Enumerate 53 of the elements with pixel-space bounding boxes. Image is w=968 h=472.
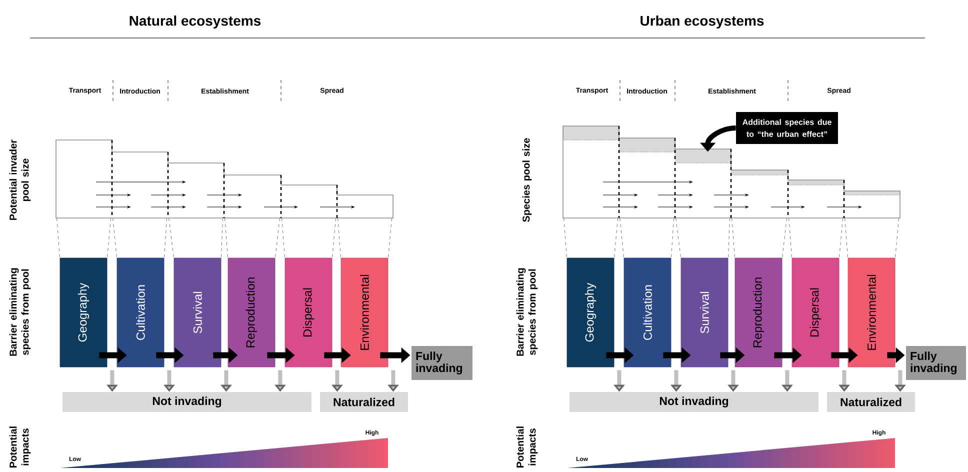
funnel-line <box>670 218 674 258</box>
funnel-line <box>620 218 624 258</box>
axis-label: Potential impacts <box>9 426 31 468</box>
axis-label: Barrier eliminating species from pool <box>9 268 31 356</box>
funnel-line <box>112 218 118 258</box>
barrier-box: Environmental <box>340 258 388 368</box>
funnel-line <box>220 218 224 258</box>
pool-outline <box>56 140 394 218</box>
panel-heading: Natural ecosystems <box>130 15 261 29</box>
axis-label: Potential impacts <box>516 426 538 468</box>
barrier-box: Survival <box>174 258 222 368</box>
funnel-line <box>168 218 174 258</box>
barrier-box: Cultivation <box>116 258 164 368</box>
axis-label: Potential invader pool size <box>9 140 31 220</box>
funnel-line <box>56 218 60 258</box>
funnel-line <box>564 218 568 258</box>
barrier-box: Reproduction <box>734 258 782 368</box>
funnel-line <box>844 218 848 258</box>
outcome-box: Fully invading <box>906 346 966 380</box>
funnel-line <box>788 218 792 258</box>
barrier-box: Dispersal <box>792 258 840 368</box>
barrier-box: Dispersal <box>284 258 332 368</box>
barrier-box: Reproduction <box>228 258 276 368</box>
barrier-box: Cultivation <box>624 258 672 368</box>
funnel-line <box>106 218 112 258</box>
funnel-line <box>732 218 736 258</box>
outcome-box: Not invading <box>62 392 312 412</box>
pool-outline <box>562 126 900 218</box>
funnel-line <box>676 218 682 258</box>
funnel-line <box>728 218 730 258</box>
funnel-line <box>838 218 844 258</box>
outcome-box: Fully invading <box>412 346 472 380</box>
funnel-line <box>332 218 336 258</box>
funnel-line <box>338 218 342 258</box>
barrier-box: Geography <box>60 258 108 368</box>
funnel-line <box>782 218 788 258</box>
barrier-box: Survival <box>680 258 728 368</box>
callout-box: Additional species due to “the urban effect” <box>736 112 838 144</box>
panel-heading: Urban ecosystems <box>640 15 764 29</box>
funnel-line <box>614 218 618 258</box>
outcome-box: Not invading <box>570 392 818 412</box>
funnel-line <box>274 218 280 258</box>
funnel-line <box>282 218 286 258</box>
funnel-line <box>224 218 228 258</box>
barrier-box: Environmental <box>848 258 896 368</box>
outcome-box: Naturalized <box>320 392 408 412</box>
funnel-line <box>164 218 168 258</box>
funnel-line <box>894 218 900 258</box>
axis-label: Species pool size <box>522 138 532 222</box>
funnel-line <box>388 218 392 258</box>
barrier-box: Geography <box>566 258 614 368</box>
axis-label: Barrier eliminating species from pool <box>516 268 538 356</box>
outcome-box: Naturalized <box>827 392 915 412</box>
